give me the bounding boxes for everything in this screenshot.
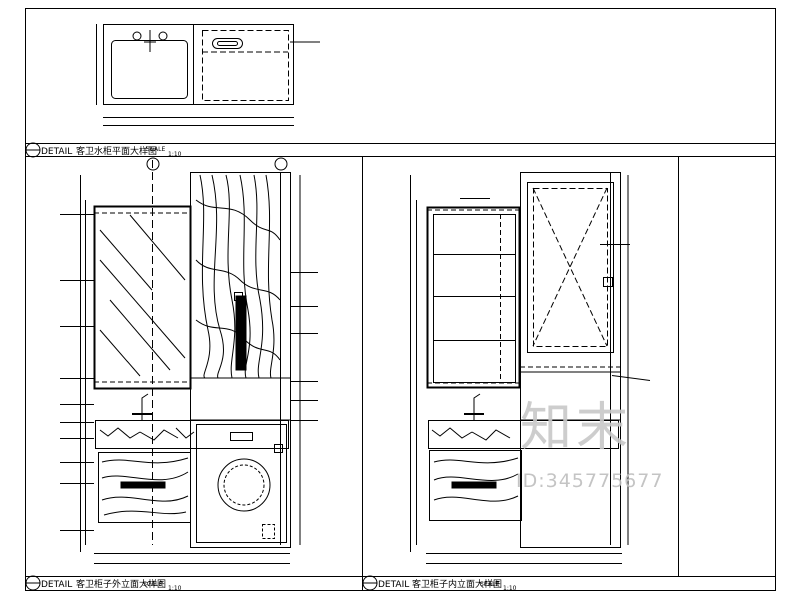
plan-view — [96, 24, 320, 126]
title-exterior: 客卫柜子外立面大样图 — [76, 578, 166, 590]
interior-elevation — [410, 172, 651, 564]
title-interior: 客卫柜子内立面大样图 — [412, 578, 502, 590]
detail-label-plan: DETAIL — [41, 147, 72, 157]
scale-interior: 1:10 — [503, 585, 517, 592]
title-block-exterior: DETAIL 客卫柜子外立面大样图 SCALE 1:10 — [41, 578, 182, 592]
scale-exterior: 1:10 — [168, 585, 182, 592]
scale-plan: 1:10 — [168, 151, 182, 158]
washing-machine-plan — [202, 30, 289, 101]
title-plan: 客卫水柜平面大样图 — [76, 145, 157, 157]
detail-label-exterior: DETAIL — [41, 580, 72, 590]
scale-label-plan: SCALE — [146, 146, 165, 153]
drawer-handle — [120, 481, 166, 489]
tall-cabinet-interior — [520, 172, 621, 548]
scale-label-exterior: SCALE — [143, 581, 162, 588]
washing-machine — [196, 424, 287, 543]
sheet-border — [25, 8, 776, 591]
exterior-elevation — [60, 157, 318, 564]
open-shelf-cabinet — [426, 206, 521, 389]
tall-cabinet — [190, 172, 291, 548]
title-block-plan: DETAIL 客卫水柜平面大样图 SCALE 1:10 — [41, 145, 182, 158]
vanity-drawer — [98, 452, 191, 523]
detail-label-interior: DETAIL — [378, 580, 409, 590]
mirror-cabinet — [93, 205, 192, 390]
scale-label-interior: SCALE — [480, 581, 499, 588]
marble-countertop — [95, 420, 289, 449]
title-block-interior: DETAIL 客卫柜子内立面大样图 SCALE 1:10 — [378, 578, 517, 592]
cabinet-handle — [235, 295, 247, 371]
wood-grain — [195, 174, 281, 379]
